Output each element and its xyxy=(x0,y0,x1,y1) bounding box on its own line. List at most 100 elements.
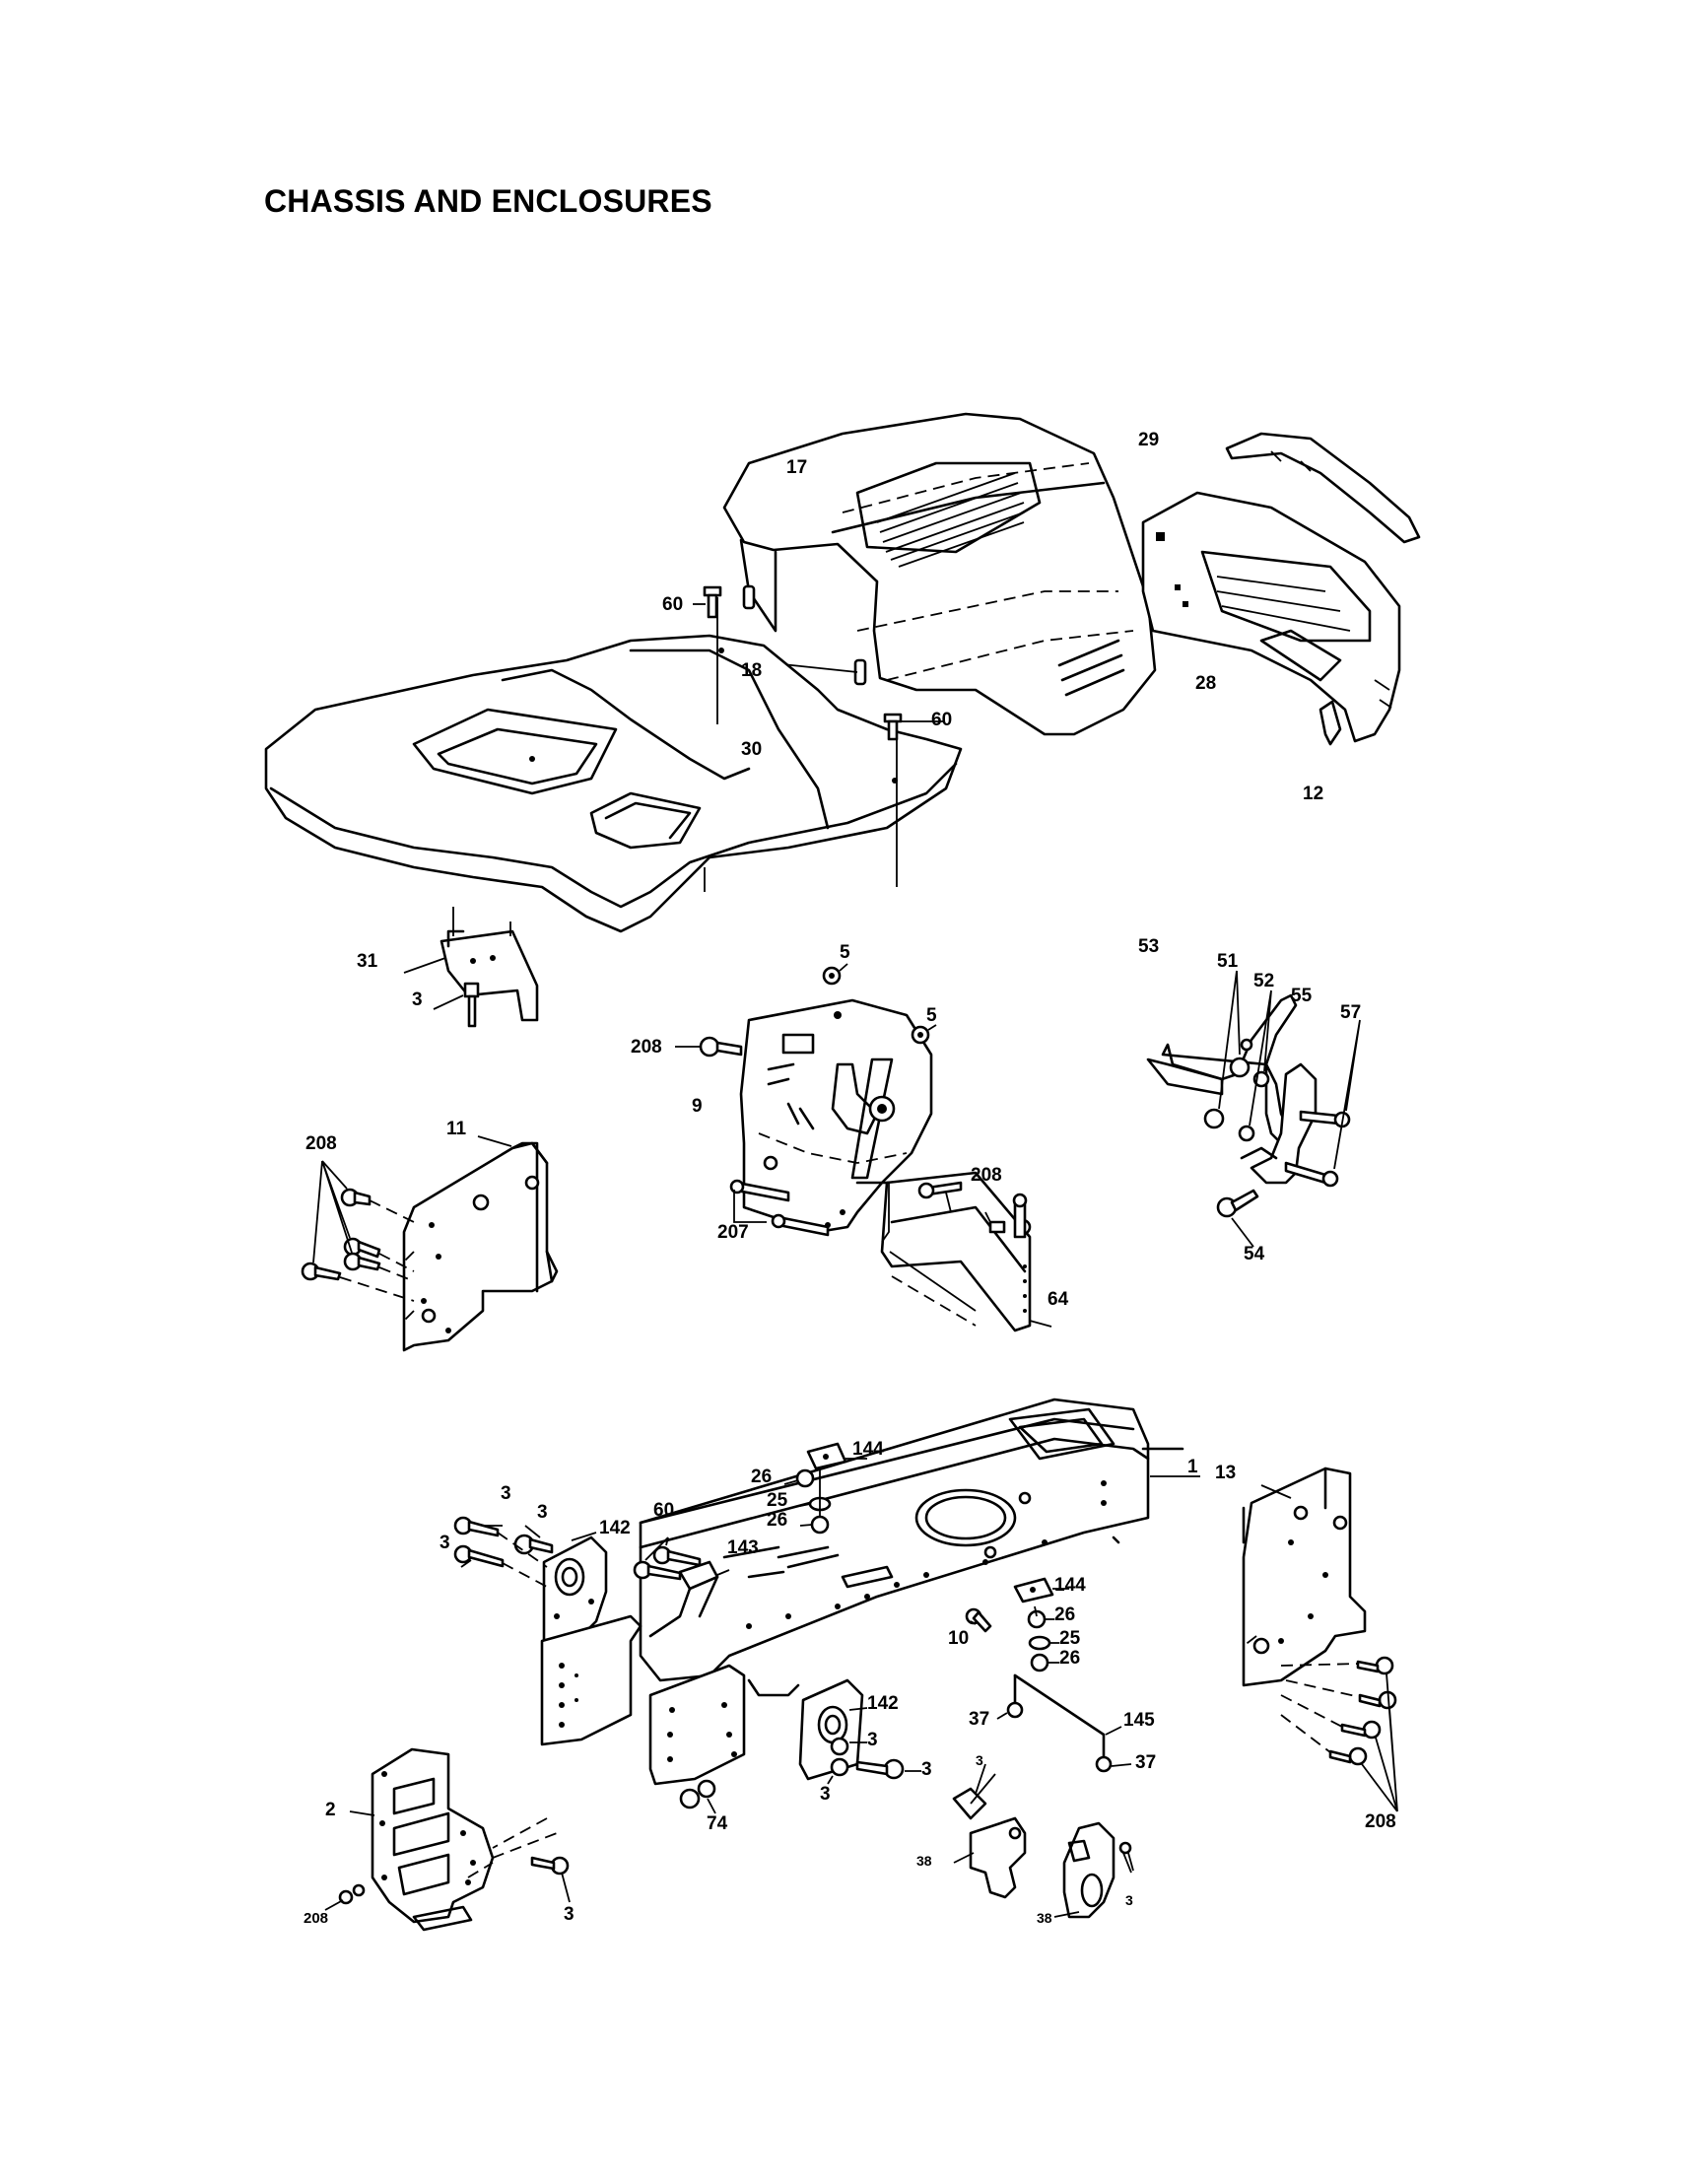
bolt-part-208 xyxy=(1280,1656,1398,1812)
callout-52: 52 xyxy=(1253,971,1275,991)
callout-207: 207 xyxy=(717,1222,749,1243)
side-plate-part-11 xyxy=(402,1135,559,1352)
callout-10: 10 xyxy=(948,1628,970,1649)
callout-144-a: 144 xyxy=(852,1439,884,1460)
bracket-part-142 xyxy=(798,1678,868,1781)
washer-part-52 xyxy=(1238,990,1272,1142)
callout-3-i: 3 xyxy=(976,1752,983,1768)
callout-51: 51 xyxy=(1217,951,1239,972)
callout-29: 29 xyxy=(1138,430,1160,450)
bolt-part-208 xyxy=(301,1160,415,1302)
fender-part-30 xyxy=(264,597,963,933)
mount-plate-mid xyxy=(648,1664,746,1786)
callout-208-d: 208 xyxy=(304,1910,329,1927)
callout-144-b: 144 xyxy=(1054,1575,1086,1596)
bolt-part-3 xyxy=(453,1516,554,1588)
callout-25-a: 25 xyxy=(767,1490,788,1511)
grille-part-28 xyxy=(1141,491,1401,743)
screw-part-54 xyxy=(1216,1189,1259,1248)
callout-53: 53 xyxy=(1138,936,1160,957)
callout-208-e: 208 xyxy=(1365,1811,1396,1832)
bolt-part-208 xyxy=(675,1036,743,1058)
callout-142-b: 142 xyxy=(867,1693,899,1714)
callout-208-b: 208 xyxy=(971,1165,1002,1186)
callout-60-c: 60 xyxy=(653,1500,675,1521)
callout-3-h: 3 xyxy=(564,1904,575,1925)
callout-5-a: 5 xyxy=(840,942,850,963)
callout-142-a: 142 xyxy=(599,1518,631,1538)
bolt-part-74 xyxy=(679,1779,716,1814)
front-plate-part-2 xyxy=(349,1747,558,1932)
callout-3-c: 3 xyxy=(537,1502,548,1523)
callout-38-b: 38 xyxy=(1037,1910,1052,1926)
callout-3-e: 3 xyxy=(867,1730,878,1750)
callout-208-a: 208 xyxy=(631,1037,662,1058)
bracket-part-38 xyxy=(952,1763,1027,1899)
bolt-part-207 xyxy=(729,1179,830,1237)
nut-part-51 xyxy=(1203,970,1251,1129)
callout-18: 18 xyxy=(741,660,763,681)
frame-part-1 xyxy=(639,1398,1200,1697)
screw-part-60 xyxy=(693,585,944,784)
callout-145: 145 xyxy=(1123,1710,1155,1731)
bolt-part-10 xyxy=(965,1607,992,1633)
callout-28: 28 xyxy=(1195,673,1217,694)
callout-57: 57 xyxy=(1340,1002,1362,1023)
callout-37-b: 37 xyxy=(1135,1752,1157,1773)
callout-3-j: 3 xyxy=(1125,1892,1133,1908)
callout-55: 55 xyxy=(1291,986,1313,1006)
side-plate-part-13 xyxy=(1242,1467,1367,1687)
console-panel-part-9 xyxy=(739,998,933,1234)
callout-25-b: 25 xyxy=(1059,1628,1081,1649)
callout-31: 31 xyxy=(357,951,378,972)
rod-part-145 xyxy=(996,1673,1132,1773)
callout-208-c: 208 xyxy=(305,1133,337,1154)
bolt-part-57 xyxy=(1284,1019,1361,1188)
callout-60-a: 60 xyxy=(662,594,684,615)
bolt-part-60 xyxy=(633,1536,702,1581)
callout-13: 13 xyxy=(1215,1463,1237,1483)
callout-38-a: 38 xyxy=(916,1853,932,1869)
callout-26-b: 26 xyxy=(767,1510,788,1531)
spring-nuts-26-25 xyxy=(783,1468,1059,1672)
latch-part-12 xyxy=(1318,700,1342,746)
bolt-part-208 xyxy=(324,1883,366,1911)
callout-3-b: 3 xyxy=(501,1483,511,1504)
callout-143: 143 xyxy=(727,1537,759,1558)
bracket-part-143 xyxy=(648,1560,730,1638)
mount-plate-left xyxy=(540,1614,642,1746)
callout-60-b: 60 xyxy=(931,710,953,730)
callout-9: 9 xyxy=(692,1096,703,1117)
page-title: CHASSIS AND ENCLOSURES xyxy=(264,183,712,219)
bracket-part-64 xyxy=(880,1171,1052,1332)
callout-26-d: 26 xyxy=(1059,1648,1081,1669)
callout-2: 2 xyxy=(325,1800,336,1820)
callout-3-a: 3 xyxy=(412,990,423,1010)
callout-5-b: 5 xyxy=(926,1005,937,1026)
nut-part-5 xyxy=(822,963,937,1045)
bolt-part-3 xyxy=(827,1737,921,1785)
callout-11: 11 xyxy=(446,1119,467,1139)
callout-54: 54 xyxy=(1244,1244,1265,1264)
callout-74: 74 xyxy=(707,1813,728,1834)
callout-17: 17 xyxy=(786,457,808,478)
callout-37-a: 37 xyxy=(969,1709,990,1730)
callout-3-d: 3 xyxy=(439,1533,450,1553)
callout-64: 64 xyxy=(1048,1289,1069,1310)
callout-1: 1 xyxy=(1187,1457,1198,1477)
callout-3-f: 3 xyxy=(921,1759,932,1780)
bracket-part-31 xyxy=(403,907,539,1028)
bracket-part-144 xyxy=(806,1442,1069,1604)
bolt-part-3 xyxy=(530,1856,571,1903)
callout-26-c: 26 xyxy=(1054,1604,1076,1625)
lever-part-55 xyxy=(1240,1062,1318,1185)
nose-part-29 xyxy=(1225,432,1421,544)
callout-12: 12 xyxy=(1303,784,1324,804)
callout-26-a: 26 xyxy=(751,1467,773,1487)
callout-30: 30 xyxy=(741,739,763,760)
callout-3-g: 3 xyxy=(820,1784,831,1805)
hood-part-17 xyxy=(722,412,1157,736)
bracket-part-38 xyxy=(1053,1821,1134,1919)
